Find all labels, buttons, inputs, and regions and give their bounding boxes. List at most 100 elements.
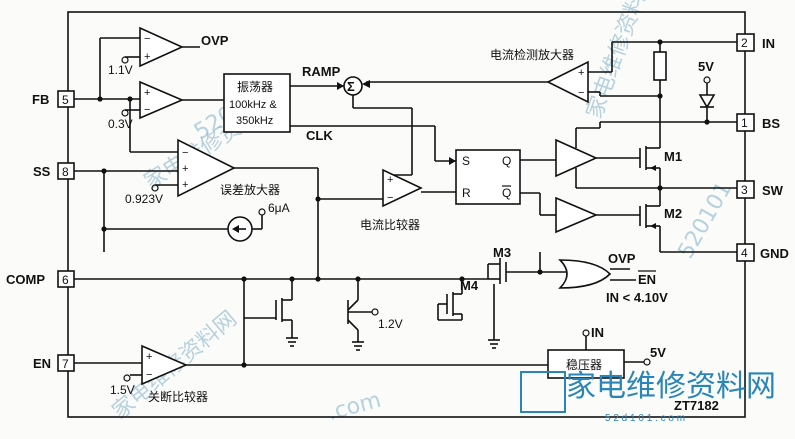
comp-discharge-mosfet (244, 279, 298, 347)
pnp-clamp: 1.2V (347, 279, 403, 351)
summing-junction: Σ (343, 76, 363, 96)
oscillator-block: 振荡器 100kHz & 350kHz (223, 73, 291, 133)
svg-text:−: − (578, 87, 584, 99)
m3-label: M3 (493, 245, 511, 260)
svg-text:+: + (182, 163, 188, 175)
ref-1v1: 1.1V (108, 63, 133, 77)
ref-0v923: 0.923V (125, 192, 163, 206)
svg-text:R: R (462, 186, 471, 200)
pin-bs-number: 1 (741, 116, 748, 130)
mosfet-m1: M1 (639, 146, 682, 188)
regulator-title: 稳压器 (566, 357, 602, 372)
current-comparator-label: 电流比较器 (360, 217, 420, 232)
svg-text:+: + (146, 351, 152, 363)
pin-comp: 6 COMP (6, 270, 75, 288)
pin-bs: 1 BS (736, 113, 780, 132)
svg-text:−: − (387, 192, 393, 204)
ref-0v3: 0.3V (108, 117, 133, 131)
regulator-block: 稳压器 IN 5V (547, 325, 666, 379)
m2-label: M2 (664, 206, 682, 221)
pin-en-number: 7 (62, 357, 69, 371)
pin-comp-number: 6 (62, 273, 69, 287)
sr-latch: S R Q Q (455, 149, 521, 205)
part-number: ZT7182 (674, 398, 719, 413)
bootstrap-diode (698, 94, 716, 109)
svg-text:Q: Q (502, 154, 511, 168)
current-sense-amp-label: 电流检测放大器 (490, 47, 574, 62)
mosfet-m2: M2 (639, 204, 682, 252)
pin-gnd-name: GND (760, 246, 789, 261)
error-amplifier: − + + 误差放大器 (177, 138, 280, 198)
error-amp-label: 误差放大器 (220, 182, 280, 197)
watermark-number: 520101 (674, 178, 738, 263)
watermark-text: 家电维修资料网 (582, 0, 658, 122)
pin-fb-name: FB (32, 92, 49, 107)
ref-1v5: 1.5V (110, 383, 135, 397)
m4-label: M4 (460, 278, 479, 293)
watermark-tail: .com (325, 388, 384, 426)
oscillator-title: 振荡器 (237, 80, 273, 94)
mosfet-m4: M4 (437, 278, 479, 321)
pin-in-number: 2 (741, 36, 748, 50)
regulator-in-label: IN (591, 325, 604, 340)
ic-boundary (67, 11, 746, 418)
svg-text:−: − (144, 104, 150, 116)
or-gate: OVP EN IN < 4.10V (558, 251, 668, 305)
ovp-gate-label: OVP (608, 251, 636, 266)
pin-bs-name: BS (762, 116, 780, 131)
pin-en-name: EN (33, 356, 51, 371)
low-side-driver (555, 196, 640, 234)
ref-1v2: 1.2V (378, 317, 403, 331)
ovp-comparator: − + OVP 1.1V (99, 26, 229, 99)
svg-text:+: + (387, 174, 393, 186)
m1-label: M1 (664, 149, 682, 164)
shutdown-comparator: + − 关断比较器 (141, 344, 208, 404)
svg-text:+: + (144, 51, 150, 63)
svg-text:S: S (462, 154, 470, 168)
pin-in: 2 IN (736, 33, 775, 52)
in-uvlo-label: IN < 4.10V (606, 290, 668, 305)
current-sense-amplifier: + − 电流检测放大器 (490, 47, 589, 104)
pin-sw: 3 SW (736, 180, 784, 199)
en-bar-label: EN (638, 272, 656, 287)
pin-sw-number: 3 (741, 183, 748, 197)
pin-ss-number: 8 (62, 165, 69, 179)
current-source-6ua: 6μA (103, 171, 290, 252)
current-source-label: 6μA (268, 201, 290, 215)
site-logo: 家电维修资料网 5 2 d 1 0 1 . c o m (520, 369, 776, 424)
clk-label: CLK (306, 128, 333, 143)
svg-text:−: − (146, 369, 152, 381)
site-logo-url: 5 2 d 1 0 1 . c o m (605, 413, 685, 424)
svg-text:−: − (144, 33, 150, 45)
svg-text:Q: Q (502, 186, 511, 200)
pin-ss-name: SS (33, 164, 51, 179)
mosfet-m3: M3 (487, 245, 540, 349)
current-comparator: + − 电流比较器 (360, 168, 423, 232)
oscillator-freq-2: 350kHz (236, 115, 273, 127)
site-logo-text: 家电维修资料网 (566, 369, 776, 404)
ovp-label: OVP (201, 33, 229, 48)
svg-text:−: − (182, 147, 188, 159)
svg-text:+: + (144, 87, 150, 99)
pin-fb-number: 5 (62, 93, 69, 107)
fb-low-comparator: + − 0.3V (108, 80, 224, 131)
pin-ss: 8 SS (33, 162, 75, 180)
pin-comp-name: COMP (6, 272, 45, 287)
svg-text:+: + (578, 67, 584, 79)
pin-in-name: IN (762, 36, 775, 51)
shutdown-comp-label: 关断比较器 (148, 389, 208, 404)
oscillator-freq-1: 100kHz & (229, 99, 277, 111)
sigma-symbol: Σ (347, 79, 355, 94)
pin-gnd-number: 4 (741, 246, 748, 260)
pin-sw-name: SW (762, 183, 784, 198)
pin-gnd: 4 GND (736, 243, 789, 262)
ramp-label: RAMP (302, 64, 341, 79)
regulator-5v-label: 5V (650, 345, 666, 360)
svg-text:+: + (182, 179, 188, 191)
pin-en: 7 EN (33, 354, 75, 372)
sense-resistor (653, 51, 667, 81)
v5-top-label: 5V (698, 59, 714, 74)
high-side-driver (555, 122, 660, 189)
